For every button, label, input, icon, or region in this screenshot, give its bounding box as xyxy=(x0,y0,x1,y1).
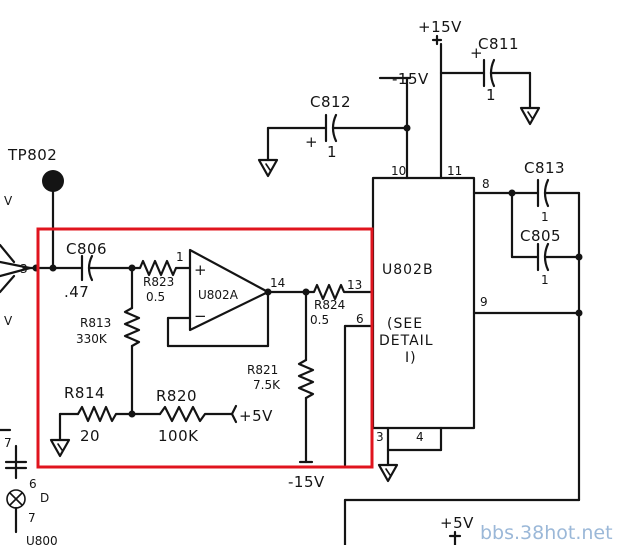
left-pin-6: 6 xyxy=(29,477,37,491)
left-tick-v2: V xyxy=(4,314,13,328)
u802a-plus: + xyxy=(194,261,207,279)
bottom-left-lamp: 7 6 D 7 U800 xyxy=(0,428,58,545)
r823-resistor: R823 0.5 1 xyxy=(130,250,192,304)
r813-resistor: R813 330K xyxy=(76,266,141,418)
c811-value: 1 xyxy=(486,86,496,104)
u802b-pin3-pin4-loop xyxy=(377,426,443,483)
c811-plus: + xyxy=(470,44,483,62)
u802b-pin-13: 13 xyxy=(347,278,362,292)
r824-resistor: R824 0.5 xyxy=(304,283,375,327)
r820-supply: +5V xyxy=(239,407,273,425)
left-connector-pin: 3 xyxy=(20,262,28,276)
r820-resistor: R820 100K +5V xyxy=(130,387,273,445)
c806-ref: C806 xyxy=(66,240,107,258)
left-pin-7b: 7 xyxy=(28,511,36,525)
highlight-box xyxy=(36,227,374,469)
r821-value: 7.5K xyxy=(253,378,281,392)
u802a-op-amp: + − U802A 14 xyxy=(166,248,310,348)
u800-fragment: U800 xyxy=(26,534,58,545)
c813-c805-network: C813 1 C805 1 xyxy=(343,159,583,545)
left-tick-v1: V xyxy=(4,194,13,208)
r821-resistor: R821 7.5K -15V xyxy=(247,290,325,491)
ground-symbol-r814 xyxy=(49,438,71,458)
u802b-note-1: (SEE xyxy=(387,316,423,332)
r813-ref: R813 xyxy=(80,316,111,330)
u802b-pin-9: 9 xyxy=(480,295,488,309)
c812-ref: C812 xyxy=(310,93,351,111)
neg15-bottom-label: -15V xyxy=(288,473,325,491)
neg15-top-label: -15V xyxy=(392,70,429,88)
u802b-pin-4: 4 xyxy=(416,430,424,444)
r823-ref: R823 xyxy=(143,275,174,289)
c812-plus: + xyxy=(305,133,318,151)
c806-capacitor: C806 .47 xyxy=(51,240,136,301)
r813-value: 330K xyxy=(76,332,108,346)
c813-value: 1 xyxy=(541,210,549,224)
c805-value: 1 xyxy=(541,273,549,287)
c805-ref: C805 xyxy=(520,227,561,245)
r820-ref: R820 xyxy=(156,387,197,405)
u802b-ic: U802B (SEE DETAIL I) 10 11 8 9 13 6 3 4 xyxy=(347,164,490,444)
r814-resistor: R814 20 xyxy=(58,384,134,445)
neg15-top-rail: -15V xyxy=(378,70,429,180)
u802b-ref: U802B xyxy=(382,262,434,278)
pos15-rail: +15V xyxy=(418,18,462,180)
u802b-pin-10: 10 xyxy=(391,164,406,178)
tp802-label: TP802 xyxy=(7,146,57,164)
u802b-pin-3: 3 xyxy=(376,430,384,444)
r824-value: 0.5 xyxy=(310,313,329,327)
left-pin-7: 7 xyxy=(4,436,12,450)
u802a-pin-1: 1 xyxy=(176,250,184,264)
r814-ref: R814 xyxy=(64,384,105,402)
c812-capacitor: + C812 1 xyxy=(266,93,411,162)
c811-capacitor: + C811 1 xyxy=(439,35,532,110)
ground-symbol-c812 xyxy=(257,158,279,178)
pos15-top-label: +15V xyxy=(418,18,462,36)
pos5-bottom-label: +5V xyxy=(440,514,474,532)
r820-value: 100K xyxy=(158,427,199,445)
u802b-pin6-wire xyxy=(343,324,375,467)
u802a-pin-14: 14 xyxy=(270,276,285,290)
u802b-note-3: I) xyxy=(405,350,417,366)
u802b-note-2: DETAIL xyxy=(379,333,434,349)
u802a-ref: U802A xyxy=(198,288,239,302)
tp802-test-point: TP802 xyxy=(7,146,64,272)
left-connector-partial: 3 V V xyxy=(0,194,55,328)
lamp-d-label: D xyxy=(40,491,49,505)
u802a-minus: − xyxy=(194,307,207,325)
u802b-pin-11: 11 xyxy=(447,164,462,178)
r814-value: 20 xyxy=(80,427,100,445)
c811-ref: C811 xyxy=(478,35,519,53)
u802b-pin-6: 6 xyxy=(356,312,364,326)
r823-value: 0.5 xyxy=(146,290,165,304)
c813-ref: C813 xyxy=(524,159,565,177)
c806-value: .47 xyxy=(64,283,89,301)
pos5-bottom-rail: +5V xyxy=(440,514,474,545)
r824-ref: R824 xyxy=(314,298,345,312)
ground-symbol-c811 xyxy=(519,106,541,126)
c812-value: 1 xyxy=(327,143,337,161)
u802b-pin-8: 8 xyxy=(482,177,490,191)
watermark-text: bbs.38hot.net xyxy=(480,522,613,544)
r821-ref: R821 xyxy=(247,363,278,377)
